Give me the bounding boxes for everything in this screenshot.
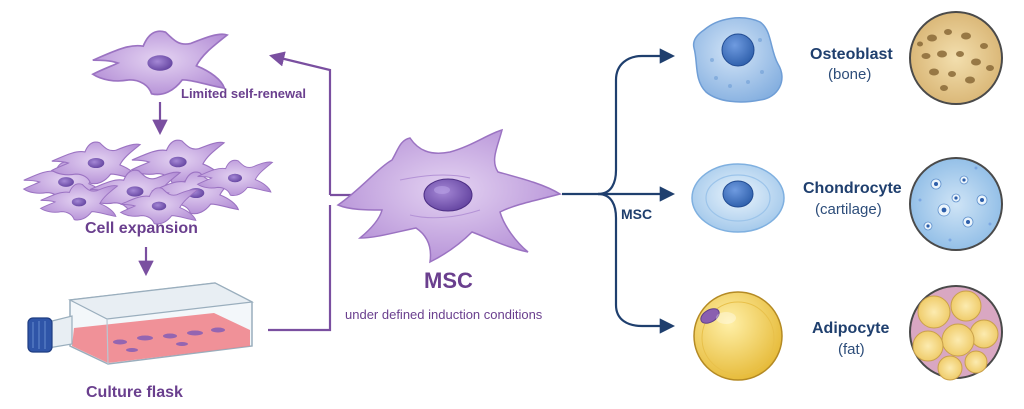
chondrocyte-cell <box>691 163 785 233</box>
fat-tissue-circle <box>909 285 1003 381</box>
fate-name-adipocyte: Adipocyte <box>812 320 890 337</box>
arrow-self-renewal <box>269 51 332 195</box>
msc-title: MSC <box>424 268 473 293</box>
culture-flask-illustration <box>27 282 255 365</box>
cell-expansion-label: Cell expansion <box>85 220 198 237</box>
expanded-cell-cluster <box>23 139 273 225</box>
bone-tissue-circle <box>909 11 1003 105</box>
differentiation-arrows <box>562 48 676 334</box>
culture-flask-label: Culture flask <box>86 384 183 401</box>
fate-name-chondrocyte: Chondrocyte <box>803 180 902 197</box>
bracket-bottom-line <box>268 205 332 332</box>
fate-tissue-cartilage: (cartilage) <box>815 201 882 218</box>
adipocyte-cell <box>693 291 783 381</box>
fate-tissue-fat: (fat) <box>838 341 865 358</box>
cartilage-tissue-circle <box>909 157 1003 251</box>
fate-name-osteoblast: Osteoblast <box>810 46 893 63</box>
central-msc-cell <box>336 128 562 264</box>
induction-conditions-label: under defined induction conditions <box>345 307 543 322</box>
osteoblast-cell <box>692 17 783 103</box>
fate-tissue-bone: (bone) <box>828 66 872 83</box>
msc-branch-label: MSC <box>621 206 653 222</box>
self-renewal-label: Limited self-renewal <box>181 86 306 101</box>
